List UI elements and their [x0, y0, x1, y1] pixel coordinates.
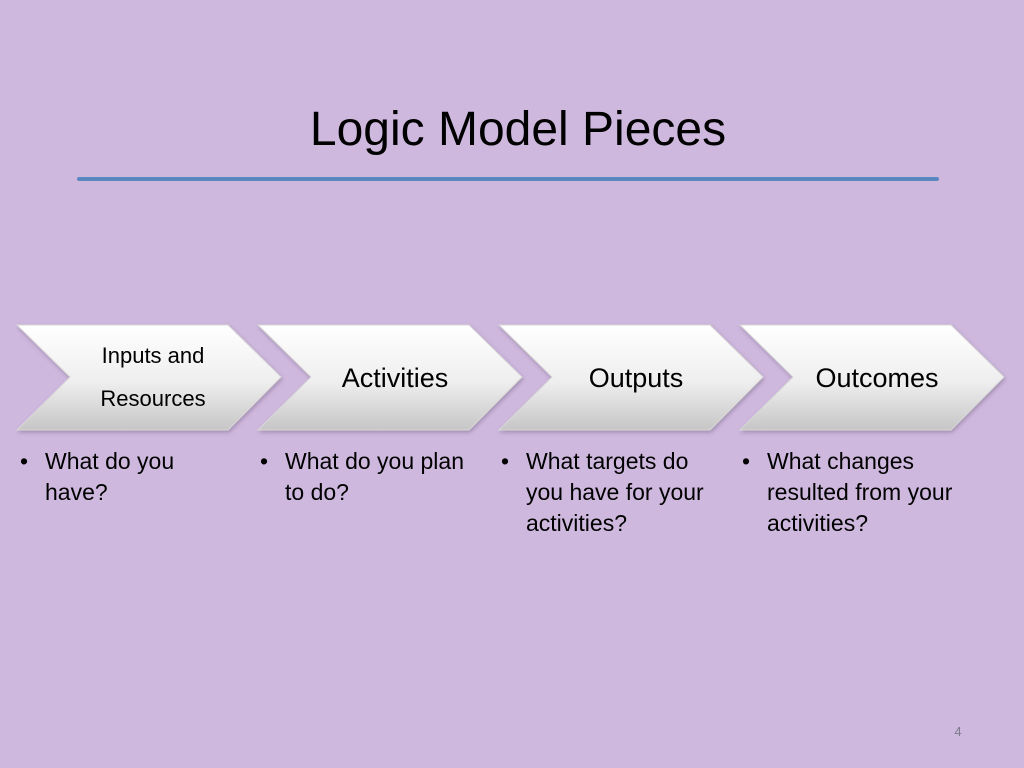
bullet-item: What targets do you have for your activi… — [499, 446, 714, 539]
step-description-inputs: What do you have? — [18, 446, 233, 508]
process-flow: Inputs and Resources Activities Outputs … — [0, 315, 1024, 445]
step-label-outcomes: Outcomes — [815, 363, 939, 393]
bullet-item: What do you have? — [18, 446, 233, 508]
step-label-inputs-and-resources: Inputs and Resources — [70, 334, 236, 420]
step-description-outputs: What targets do you have for your activi… — [499, 446, 714, 539]
step-description-activities: What do you plan to do? — [258, 446, 473, 508]
chevron-activities — [256, 324, 523, 431]
slide-title: Logic Model Pieces — [309, 103, 727, 156]
bullet-item: What do you plan to do? — [258, 446, 473, 508]
step-label-activities: Activities — [341, 363, 449, 393]
step-label-outputs: Outputs — [588, 363, 684, 393]
chevron-outputs — [497, 324, 764, 431]
step-description-outcomes: What changes resulted from your activiti… — [740, 446, 955, 539]
step-label-line: Inputs and — [101, 343, 205, 368]
bullet-item: What changes resulted from your activiti… — [740, 446, 955, 539]
step-label-line: Resources — [100, 386, 206, 411]
chevron-outcomes — [738, 324, 1005, 431]
title-divider — [77, 177, 939, 181]
chevron-arrows — [15, 324, 1005, 431]
page-number: 4 — [954, 724, 962, 739]
chevron-inputs-and-resources — [15, 324, 282, 431]
